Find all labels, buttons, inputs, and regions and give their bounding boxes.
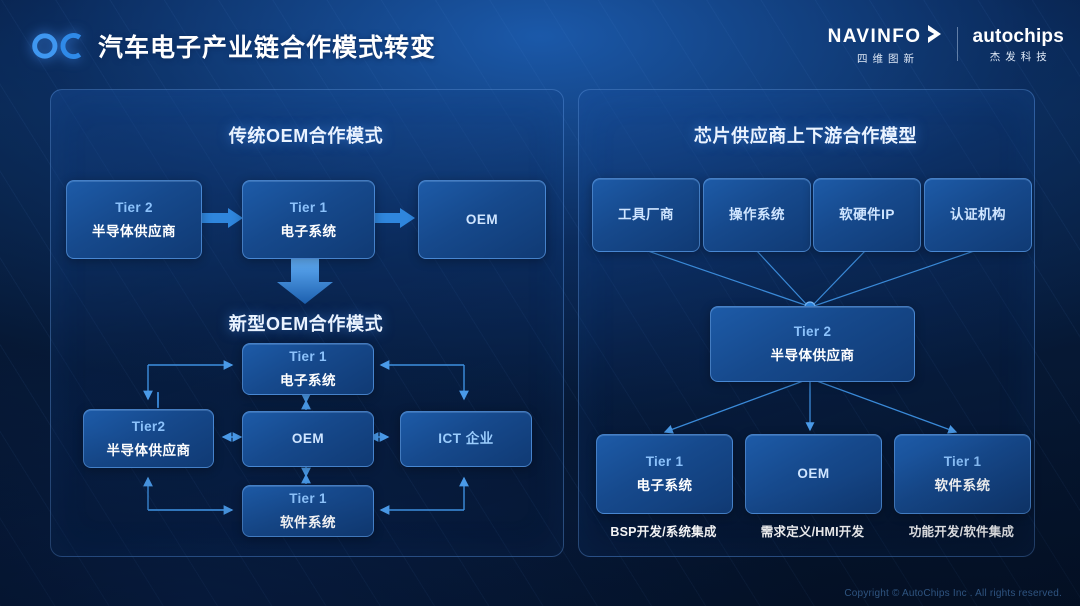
box-label: OEM bbox=[797, 466, 830, 482]
box-tier1-electronics-downstream: Tier 1 电子系统 bbox=[596, 434, 733, 514]
autochips-cn-name: 杰发科技 bbox=[989, 50, 1052, 63]
left-panel-title-new: 新型OEM合作模式 bbox=[228, 314, 384, 334]
box-tier1-software-downstream: Tier 1 软件系统 bbox=[894, 434, 1031, 514]
box-line-2: 软件系统 bbox=[934, 478, 991, 493]
box-ict-enterprise: ICT 企业 bbox=[400, 411, 532, 467]
box-line-2: 电子系统 bbox=[280, 223, 337, 239]
box-tier1-electronics-traditional: Tier 1 电子系统 bbox=[242, 180, 375, 259]
slide-header: 汽车电子产业链合作模式转变 NAVINFO 四维图新 autochips 杰发科… bbox=[0, 0, 1080, 88]
box-line-2: 软件系统 bbox=[280, 515, 336, 530]
box-line-1: Tier 2 bbox=[793, 324, 832, 340]
box-line-1: Tier 1 bbox=[289, 199, 328, 215]
box-tier1-software-new: Tier 1 软件系统 bbox=[242, 485, 374, 537]
box-operating-system: 操作系统 bbox=[703, 178, 811, 252]
box-tier2-semiconductor-traditional: Tier 2 半导体供应商 bbox=[66, 180, 202, 259]
box-label: 认证机构 bbox=[950, 207, 1006, 223]
caption-function-software: 功能开发/软件集成 bbox=[908, 525, 1015, 539]
box-line-2: 半导体供应商 bbox=[92, 223, 176, 239]
box-certification-agency: 认证机构 bbox=[924, 178, 1032, 252]
right-panel-title: 芯片供应商上下游合作模型 bbox=[693, 126, 918, 146]
autochips-wordmark: autochips bbox=[972, 25, 1064, 47]
brand-divider bbox=[957, 27, 959, 62]
box-line-2: 半导体供应商 bbox=[770, 348, 855, 363]
box-software-hardware-ip: 软硬件IP bbox=[813, 178, 921, 252]
box-label: 操作系统 bbox=[729, 207, 785, 223]
caption-requirement-hmi: 需求定义/HMI开发 bbox=[760, 525, 865, 539]
oc-logo-icon bbox=[31, 31, 83, 61]
box-label: OEM bbox=[465, 211, 499, 227]
brand-logos: NAVINFO 四维图新 autochips 杰发科技 bbox=[828, 24, 1064, 65]
box-label: 工具厂商 bbox=[618, 207, 674, 223]
box-oem-new: OEM bbox=[242, 411, 374, 467]
box-line-1: Tier 2 bbox=[115, 199, 153, 215]
navinfo-logo: NAVINFO 四维图新 bbox=[828, 24, 944, 65]
navinfo-cn-name: 四维图新 bbox=[857, 53, 920, 65]
box-line-2: 电子系统 bbox=[636, 478, 693, 493]
box-oem-downstream: OEM bbox=[745, 434, 882, 514]
box-tier2-semiconductor-hub: Tier 2 半导体供应商 bbox=[710, 306, 915, 382]
box-line-2: 电子系统 bbox=[280, 373, 336, 388]
box-line-1: Tier2 bbox=[131, 418, 166, 434]
box-label: 软硬件IP bbox=[839, 207, 895, 223]
box-label: ICT 企业 bbox=[438, 431, 494, 447]
box-line-1: Tier 1 bbox=[943, 454, 982, 470]
navinfo-wordmark: NAVINFO bbox=[827, 25, 922, 47]
autochips-logo: autochips 杰发科技 bbox=[972, 27, 1064, 63]
copyright-text: Copyright © AutoChips Inc . All rights r… bbox=[844, 588, 1062, 599]
box-tier1-electronics-new: Tier 1 电子系统 bbox=[242, 343, 374, 395]
left-panel-title-traditional: 传统OEM合作模式 bbox=[228, 126, 384, 146]
box-line-1: Tier 1 bbox=[289, 349, 327, 365]
box-line-1: Tier 1 bbox=[289, 491, 327, 507]
box-line-2: 半导体供应商 bbox=[106, 442, 191, 458]
box-tool-vendor: 工具厂商 bbox=[592, 178, 700, 252]
box-tier2-semiconductor-new: Tier2 半导体供应商 bbox=[83, 409, 214, 468]
page-title: 汽车电子产业链合作模式转变 bbox=[98, 34, 437, 62]
navinfo-chevron-icon bbox=[926, 24, 943, 48]
box-line-1: Tier 1 bbox=[645, 454, 684, 470]
box-label: OEM bbox=[291, 431, 325, 447]
caption-bsp-development: BSP开发/系统集成 bbox=[610, 525, 717, 539]
box-oem-traditional: OEM bbox=[418, 180, 546, 259]
